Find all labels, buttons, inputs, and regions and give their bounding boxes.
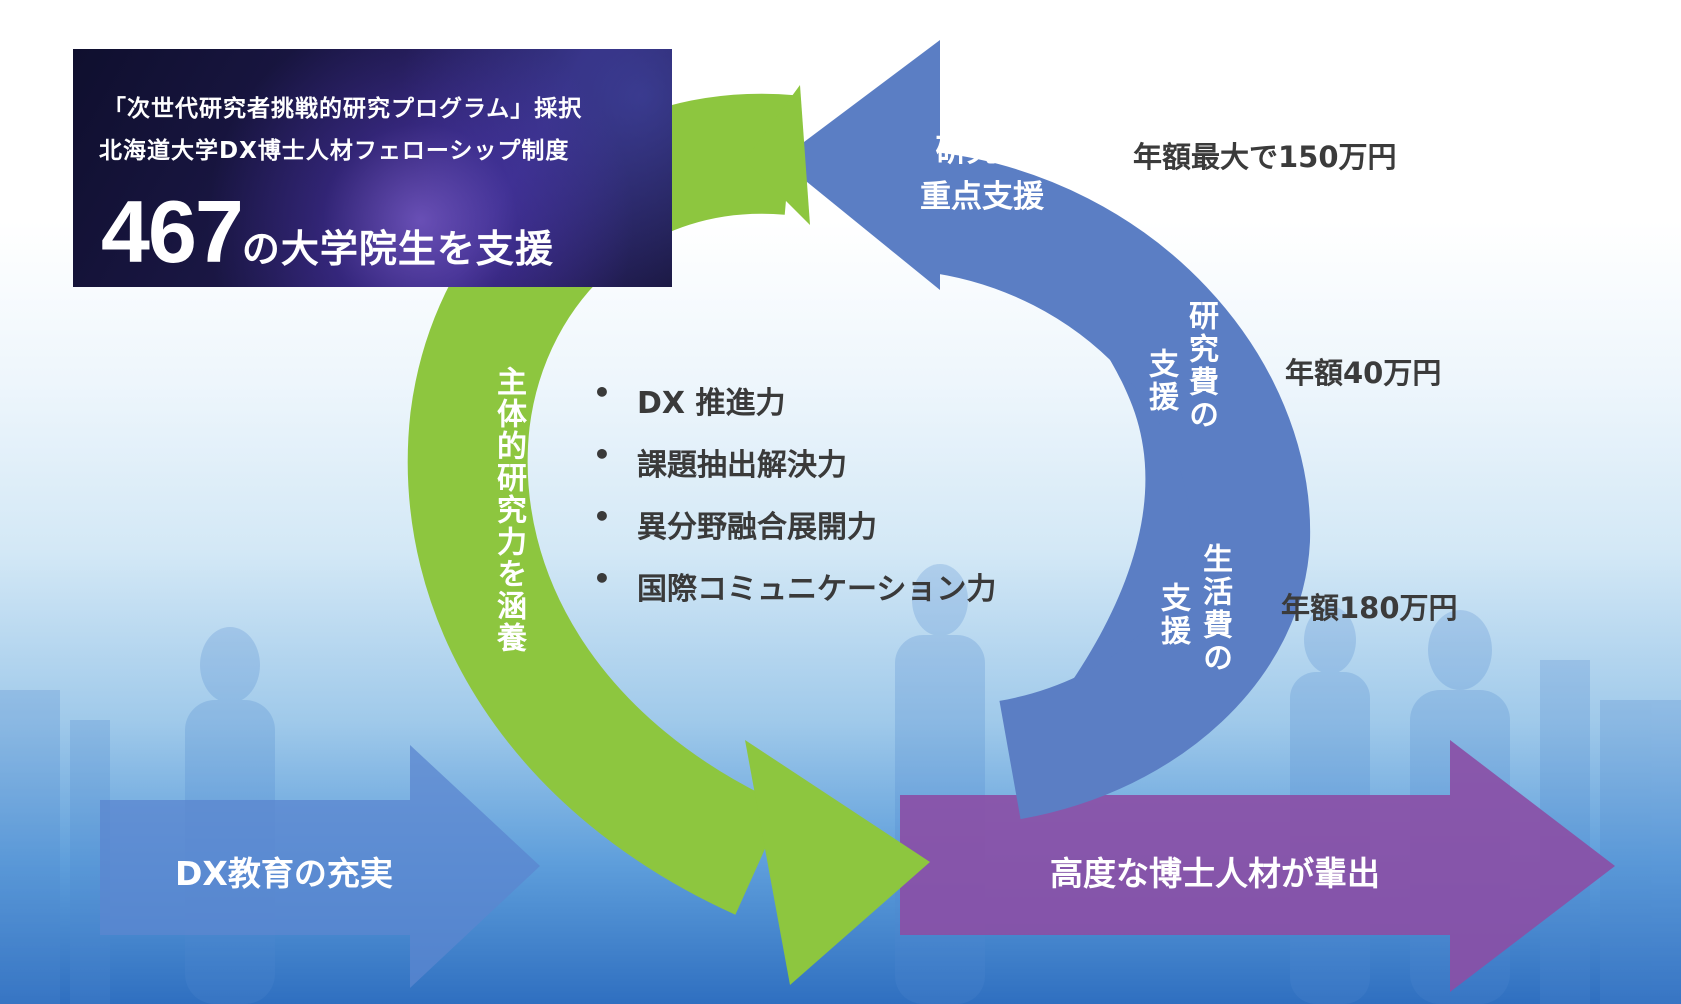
skill-item: 異分野融合展開力 — [593, 500, 996, 564]
phd-talent-label: 高度な博士人材が輩出 — [1050, 854, 1380, 893]
amount-living: 年額180万円 — [1281, 591, 1458, 625]
living-support-col2: 支援 — [1155, 582, 1190, 648]
amount-priority-research: 年額最大で150万円 — [1133, 140, 1397, 174]
green-arc-label: 主体的研究力を涵養 — [491, 366, 526, 654]
living-support-col1: 生活費の — [1197, 543, 1232, 675]
research-support-col1: 研究費の — [1183, 300, 1218, 432]
skill-item: DX 推進力 — [593, 376, 996, 440]
skill-item: 課題抽出解決力 — [593, 438, 996, 502]
priority-research-line1: 研究費 — [935, 133, 1029, 169]
program-banner: 「次世代研究者挑戦的研究プログラム」採択 北海道大学DX博士人材フェローシップ制… — [73, 49, 672, 287]
skill-item: 国際コミュニケーション力 — [593, 562, 996, 626]
banner-program-title: 「次世代研究者挑戦的研究プログラム」採択 — [103, 96, 583, 122]
banner-headline-suffix: の大学院生を支援 — [241, 227, 554, 271]
priority-research-line2: 重点支援 — [920, 179, 1044, 215]
banner-student-count: 467 — [101, 182, 244, 281]
research-support-col2: 支援 — [1143, 348, 1178, 414]
dx-education-arrow — [100, 745, 540, 988]
banner-fellowship-title: 北海道大学DX博士人材フェローシップ制度 — [99, 138, 570, 164]
research-support-arc-body — [921, 152, 1311, 820]
research-support-arrowhead — [780, 40, 940, 290]
green-arc-arrowhead — [745, 740, 930, 985]
dx-education-label: DX教育の充実 — [175, 854, 393, 893]
amount-research: 年額40万円 — [1285, 356, 1442, 390]
green-arc-tail — [745, 85, 810, 225]
skills-list: DX 推進力 課題抽出解決力 異分野融合展開力 国際コミュニケーション力 — [593, 376, 996, 626]
priority-research-label: 研究費 重点支援 — [902, 128, 1062, 220]
banner-headline: 467の大学院生を支援 — [101, 181, 554, 283]
